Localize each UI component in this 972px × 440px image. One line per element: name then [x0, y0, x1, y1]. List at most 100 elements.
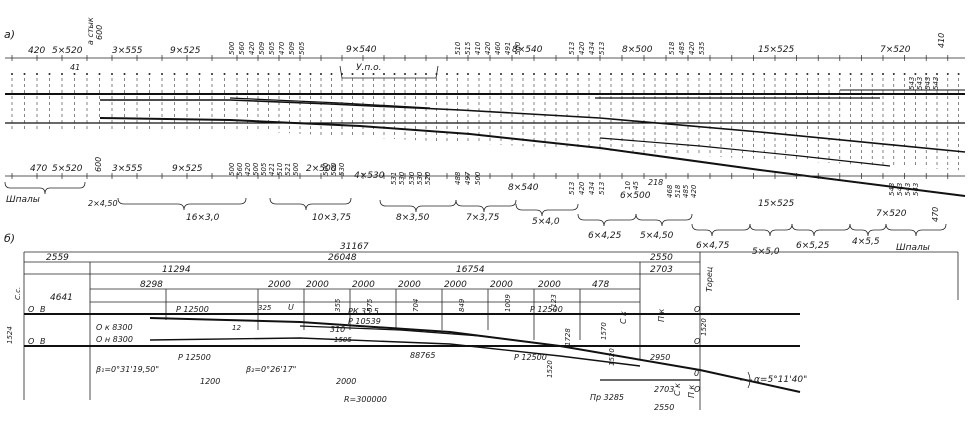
top-dimension-labels: 420 5×520 а стык 600 3×555 9×525 9×540 8… — [28, 17, 946, 73]
sleeper-dot — [73, 73, 76, 75]
label-d0: 0 — [694, 369, 699, 378]
label-1728: 1728 — [564, 328, 572, 346]
sleeper-dot — [198, 73, 201, 75]
v-label: 543 — [908, 77, 916, 90]
sleeper-dot — [914, 73, 917, 75]
v-label: 470 — [278, 41, 286, 55]
chain-6: 2000 — [490, 280, 513, 290]
sleeper-dot — [555, 73, 557, 75]
v-label: 10 — [624, 181, 632, 190]
top-stack-4: 518 485 420 535 — [668, 41, 706, 55]
v-label: 460 — [494, 41, 502, 55]
bottom-dimension-labels: 470 5×520 600 3×555 9×525 2×500 4×530 8×… — [30, 157, 940, 222]
bottom-stack-2: 530 530 — [338, 162, 406, 185]
sleeper-dot — [372, 73, 375, 75]
top-stack-1: 500 560 420 509 505 470 509 505 — [228, 41, 306, 55]
v-label: 420 — [578, 41, 586, 55]
label-o-r3: О — [694, 385, 700, 394]
sleeper-group-brackets — [4, 181, 947, 237]
sleeper-dot — [849, 73, 852, 75]
sleeper-dot — [173, 73, 176, 75]
sleeper-dot — [414, 73, 417, 75]
v-label: 513 — [568, 42, 576, 55]
dim-5x520-bot: 5×520 — [52, 164, 83, 174]
v-label: 420 — [690, 184, 698, 198]
joint-value: 600 — [95, 25, 104, 40]
label-oB2: В — [40, 305, 46, 314]
v-label: 509 — [288, 41, 296, 55]
sleeper-dot — [161, 73, 163, 75]
sleeper-dot — [36, 73, 38, 75]
panel-a-rails — [5, 89, 966, 197]
chain-5: 2000 — [444, 280, 467, 290]
sleeper-dot — [676, 73, 678, 75]
sleeper-dot — [467, 73, 469, 75]
sleeper-dot — [795, 73, 798, 75]
sleeper-dot — [643, 73, 645, 75]
dim-2x500: 2×500 — [306, 164, 337, 174]
sleeper-dot — [383, 73, 385, 75]
top-ticks — [11, 55, 949, 61]
label-rk: РК 35,5 — [348, 307, 379, 316]
panel-b-dimension-lines — [23, 251, 959, 410]
sleeper-dot — [774, 73, 776, 75]
chain-2: 2000 — [306, 280, 329, 290]
v-label: 45 — [632, 181, 640, 190]
dim-3x555-top: 3×555 — [112, 46, 143, 56]
bottom-stack-1: 500 560 420 500 505 421 510 521 500 500 … — [228, 162, 338, 176]
label-1123: 1123 — [550, 294, 558, 312]
label-310: 310 — [330, 325, 345, 334]
v-label: 420 — [248, 41, 256, 55]
label-oB-b: О — [28, 337, 34, 346]
dim-5x520-top: 5×520 — [52, 46, 83, 56]
v-label: 420 — [484, 41, 492, 55]
chain-1: 2000 — [268, 280, 291, 290]
sleeper-dot — [752, 73, 755, 75]
sleeper-dot — [136, 73, 138, 75]
label-alpha: α=5°11'40" — [754, 375, 807, 385]
group-label: 7×3,75 — [466, 213, 500, 223]
panel-b-labels: О В О В О к 8300 О н 8300 Р 12500 Р 1250… — [6, 266, 807, 412]
sleeper-dot — [621, 73, 623, 75]
sleeper-dot — [709, 73, 711, 75]
sleeper-dot — [698, 73, 700, 75]
v-label: 515 — [464, 41, 472, 55]
v-label: 509 — [258, 41, 266, 55]
sleeper-dot — [278, 73, 280, 75]
label-1520b: 1520 — [608, 348, 616, 366]
label-r10539: Р 10539 — [348, 317, 381, 326]
sleeper-dot — [925, 73, 928, 75]
dim-9x525-top: 9×525 — [170, 46, 201, 56]
sleeper-dot — [23, 73, 26, 75]
label-849: 849 — [458, 298, 466, 312]
sleeper-dot — [511, 73, 513, 75]
sleeper-dot — [828, 73, 830, 75]
panel-b-label: б) — [4, 232, 15, 245]
v-label: 468 — [666, 184, 674, 198]
dim-2703: 2703 — [650, 265, 673, 275]
label-oB-b2: В — [40, 337, 46, 346]
sleeper-dot — [236, 73, 238, 75]
v-label: 543 — [904, 183, 912, 196]
sleeper-dot — [98, 73, 101, 75]
dim-4641: 4641 — [50, 293, 73, 303]
v-label: 530 — [408, 171, 416, 185]
dim-8x540-top: 8×540 — [512, 45, 543, 55]
sleeper-dot — [610, 73, 612, 75]
label-on: О н 8300 — [96, 335, 133, 344]
sleeper-dot — [784, 73, 787, 75]
sleeper-dot — [577, 73, 579, 75]
dim-2550: 2550 — [650, 253, 673, 263]
sleeper-dot — [446, 73, 448, 75]
sleeper-dot — [489, 73, 491, 75]
dim-8298: 8298 — [140, 280, 163, 290]
sleeper-dot — [478, 73, 480, 75]
chain-7: 2000 — [538, 280, 561, 290]
dim-16754: 16754 — [456, 265, 485, 275]
label-12: 12 — [232, 324, 241, 332]
v-label: 518 — [674, 184, 682, 198]
dim-8x500-top: 8×500 — [622, 45, 653, 55]
label-88765: 88765 — [410, 351, 435, 360]
sleeper-dot — [892, 73, 895, 75]
sleeper-dot — [257, 73, 259, 75]
